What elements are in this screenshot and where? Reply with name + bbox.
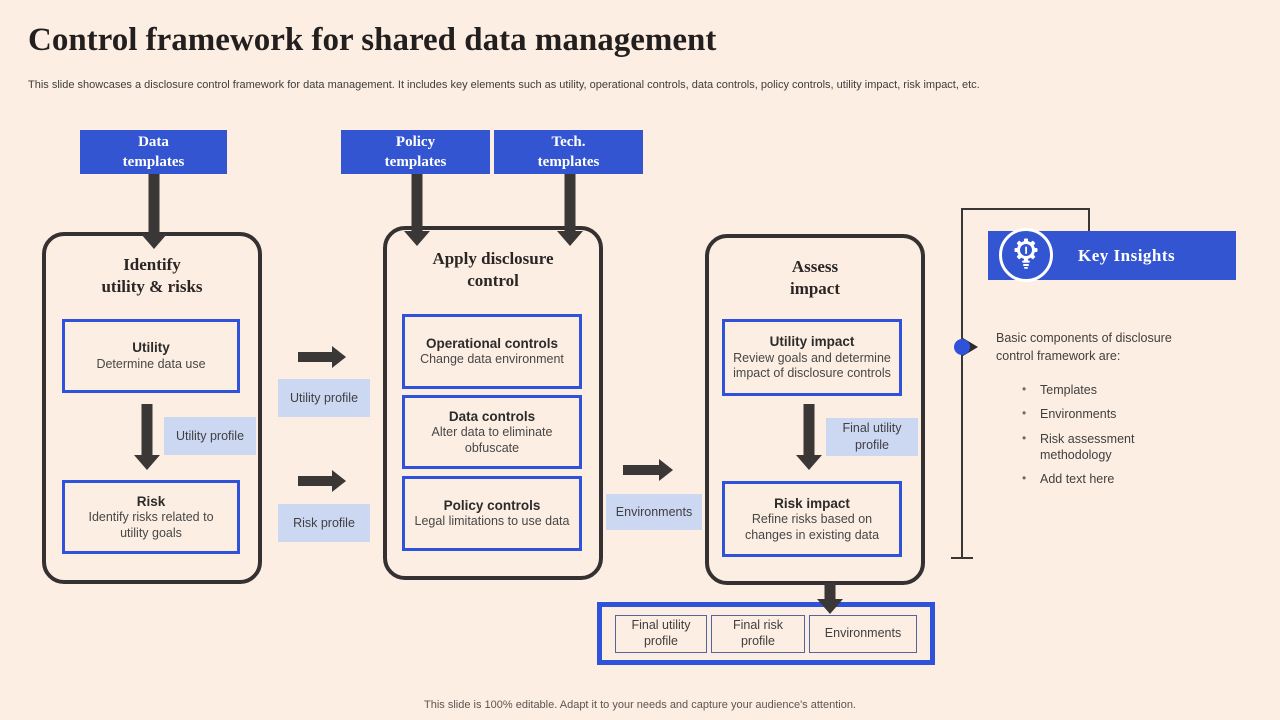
key-insight-item: Environments [1016, 406, 1186, 422]
utility-impact-desc: Review goals and determine impact of dis… [733, 350, 891, 381]
key-insight-item: Risk assessment methodology [1016, 431, 1186, 464]
risk-impact-title: Risk impact [774, 495, 850, 511]
output-final-risk-profile: Final risk profile [711, 614, 805, 653]
final-utility-profile-label-stage3: Final utility profile [826, 418, 918, 456]
risk-profile-label: Risk profile [278, 504, 370, 542]
slide-footer-note: This slide is 100% editable. Adapt it to… [424, 699, 856, 711]
key-insights-title: Key Insights [1078, 245, 1176, 265]
output-final-utility-profile: Final utility profile [615, 614, 707, 653]
operational-controls-title: Operational controls [425, 335, 559, 351]
stage1-heading: Identify utility & risks [101, 255, 203, 297]
data-templates-box: Data templates [80, 130, 227, 174]
utility-profile-label-stage1: Utility profile [164, 417, 256, 455]
arrow-tech-templates-down [557, 174, 583, 246]
stage3-heading: Assess impact [789, 257, 841, 299]
slide-subtitle: This slide showcases a disclosure contro… [28, 79, 980, 91]
stage-assess-impact [705, 234, 925, 585]
bracket-bottom-tick [951, 557, 973, 559]
policy-controls-box: Policy controls Legal limitations to use… [402, 476, 582, 551]
tech-templates-box: Tech. templates [494, 130, 643, 174]
utility-impact-box: Utility impact Review goals and determin… [722, 319, 902, 396]
arrow-data-templates-down [141, 174, 167, 249]
data-controls-box: Data controls Alter data to eliminate ob… [402, 395, 582, 469]
bracket-right-line [1088, 208, 1090, 238]
operational-controls-desc: Change data environment [420, 352, 564, 367]
page-title: Control framework for shared data manage… [28, 22, 717, 58]
key-insight-item: Add text here [1016, 471, 1186, 487]
policy-controls-title: Policy controls [443, 497, 541, 513]
bracket-dot-icon [954, 339, 970, 355]
risk-box: Risk Identify risks related to utility g… [62, 480, 240, 554]
data-controls-title: Data controls [448, 408, 536, 424]
stage2-heading: Apply disclosure control [432, 249, 554, 291]
bracket-vertical-line [961, 208, 963, 558]
arrow-utility-to-risk [134, 404, 160, 470]
output-environments: Environments [809, 614, 917, 653]
utility-box: Utility Determine data use [62, 319, 240, 393]
utility-impact-title: Utility impact [769, 334, 855, 350]
risk-impact-box: Risk impact Refine risks based on change… [722, 481, 902, 557]
arrow-risk-profile [298, 470, 346, 492]
operational-controls-box: Operational controls Change data environ… [402, 314, 582, 389]
arrow-environments [623, 458, 673, 482]
bracket-top-line [961, 208, 1090, 210]
arrow-assess-to-outputs [816, 583, 844, 614]
key-insight-item: Templates [1016, 382, 1186, 398]
policy-controls-desc: Legal limitations to use data [414, 514, 570, 529]
stage-apply-disclosure-control [383, 226, 603, 580]
arrow-utility-impact-to-risk-impact [796, 404, 822, 470]
data-controls-desc: Alter data to eliminate obfuscate [431, 425, 553, 455]
utility-profile-label-mid: Utility profile [278, 379, 370, 417]
key-insights-intro: Basic components of disclosure control f… [996, 331, 1172, 364]
utility-box-title: Utility [132, 340, 170, 356]
key-insights-list: Templates Environments Risk assessment m… [1016, 382, 1186, 495]
arrow-utility-profile [298, 346, 346, 368]
arrow-policy-templates-down [404, 174, 430, 246]
gear-lightbulb-icon [999, 228, 1053, 282]
environments-label-mid: Environments [606, 494, 702, 530]
risk-impact-desc: Refine risks based on changes in existin… [744, 512, 880, 542]
outputs-box: Final utility profile Final risk profile… [597, 602, 935, 665]
risk-box-desc: Identify risks related to utility goals [88, 510, 214, 540]
utility-box-desc: Determine data use [96, 356, 206, 371]
policy-templates-box: Policy templates [341, 130, 490, 174]
risk-box-title: Risk [136, 493, 166, 509]
